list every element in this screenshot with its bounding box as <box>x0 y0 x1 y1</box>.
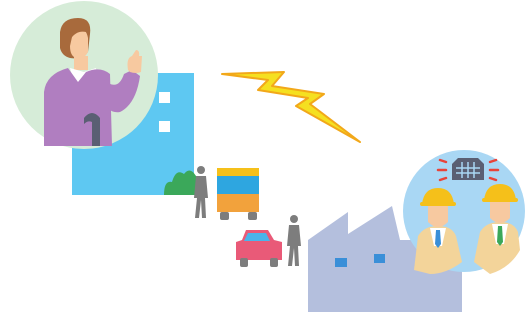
pedestrian-icon <box>287 215 301 266</box>
truck-icon <box>217 168 259 220</box>
workers-icon <box>403 150 525 274</box>
car-icon <box>236 230 282 267</box>
lightning-bolt-icon <box>222 72 360 142</box>
manager-icon <box>10 1 158 149</box>
pedestrian-icon <box>194 166 208 218</box>
